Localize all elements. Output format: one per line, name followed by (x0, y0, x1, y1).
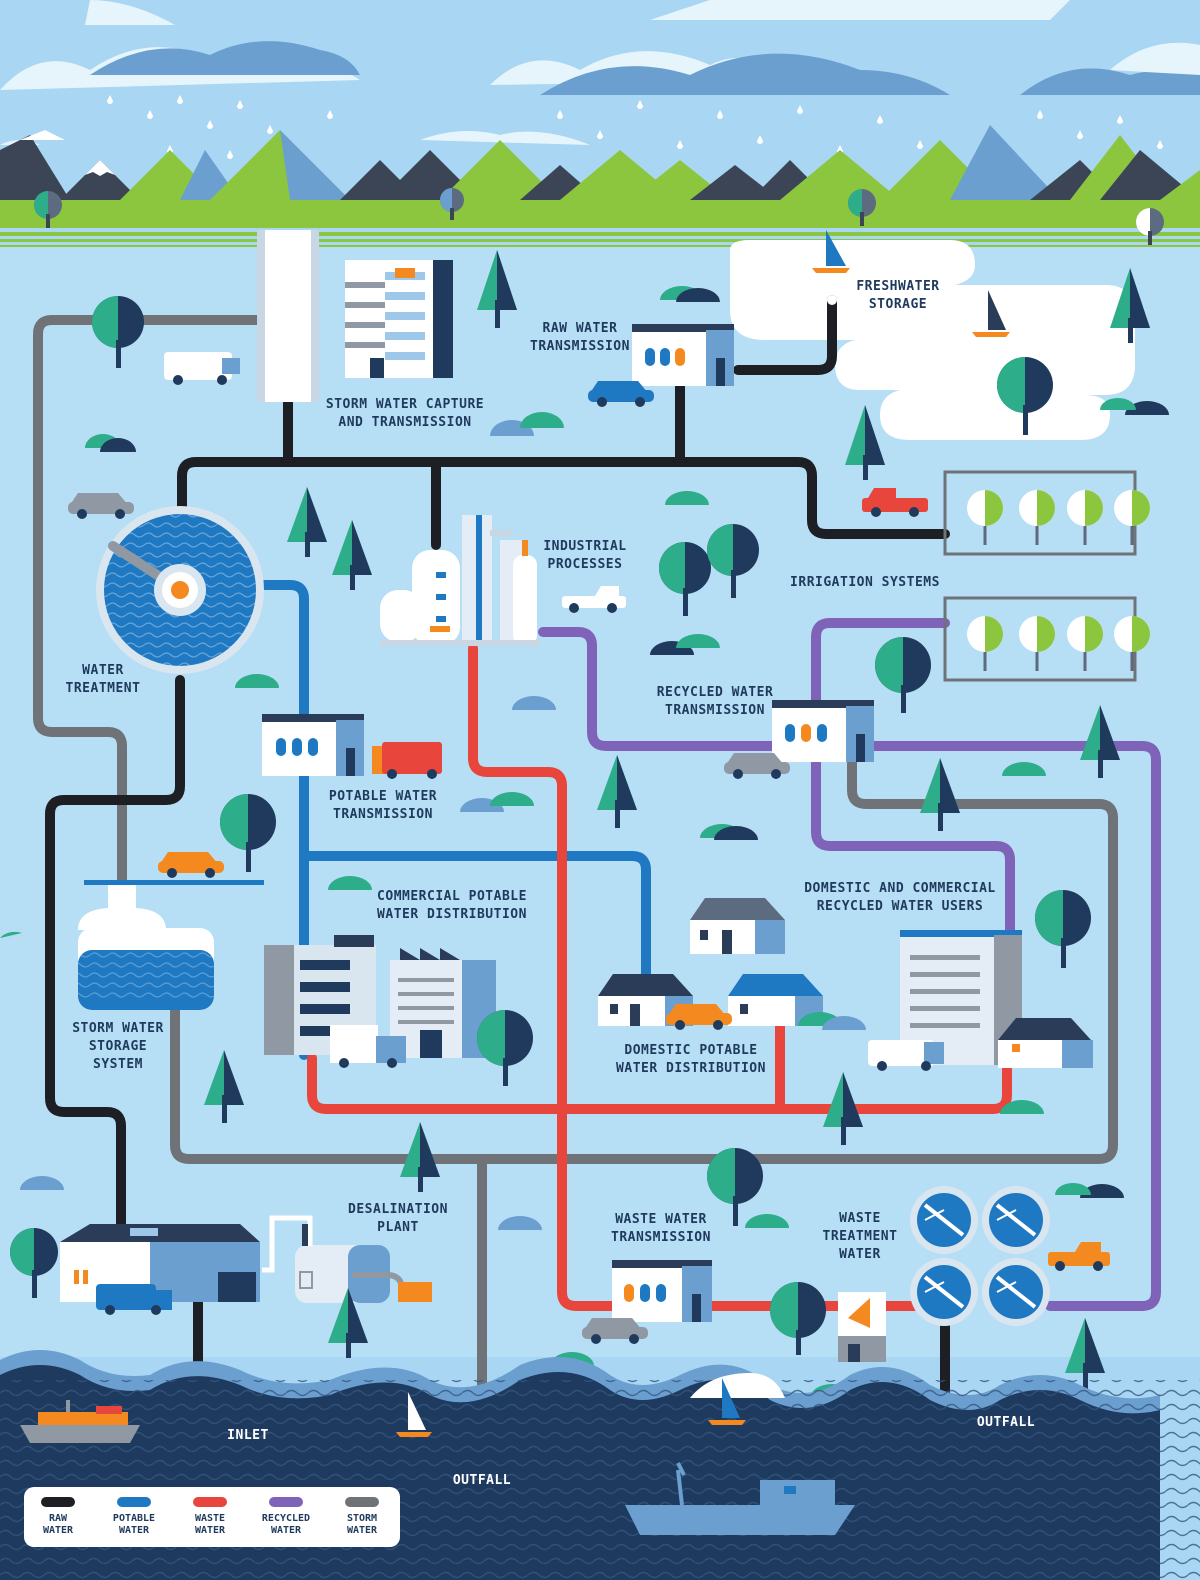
industrial-plant (380, 515, 540, 646)
trees (10, 188, 1164, 1391)
mountains (0, 125, 1200, 200)
legend-item-potable: POTABLE WATER (102, 1497, 166, 1537)
recycled-pipe-users (811, 735, 1015, 940)
recycled-water-transmission-building (772, 700, 874, 762)
label-freshwater-storage: FRESHWATER STORAGE (856, 279, 940, 312)
potable-pipe-main (260, 580, 309, 1060)
legend-swatch-waste (193, 1497, 227, 1507)
water-treatment-clarifier (96, 506, 264, 674)
storm-pipe-bottom (170, 735, 1118, 1164)
sailboat (396, 1392, 432, 1437)
label-irrigation-systems: IRRIGATION SYSTEMS (790, 575, 940, 590)
waste-treatment-tanks (910, 1186, 1050, 1326)
label-desalination-plant: DESALINATION PLANT (348, 1202, 448, 1235)
boats (20, 1378, 855, 1535)
car (582, 1318, 648, 1344)
storm-pipe-left (33, 315, 290, 887)
raw-pipe-main (177, 457, 950, 539)
waste-treatment-tower (838, 1292, 886, 1362)
sailboat (708, 1378, 746, 1425)
raw-pipe-treatment-out (45, 675, 185, 1235)
waste-pipe-main (468, 643, 617, 1311)
legend: RAW WATER POTABLE WATER WASTE WATER RECY… (24, 1487, 400, 1547)
label-outfall-center: OUTFALL (452, 1473, 512, 1488)
label-raw-water-transmission: RAW WATER TRANSMISSION (530, 321, 630, 354)
potable-water-transmission-building (262, 714, 364, 776)
car (158, 852, 224, 878)
van (164, 352, 240, 385)
legend-swatch-storm (345, 1497, 379, 1507)
domestic-houses (598, 898, 823, 1026)
label-waste-treatment-water: WASTE TREATMENT WATER (822, 1211, 898, 1262)
grass-band (0, 200, 1200, 247)
legend-swatch-recycled (269, 1497, 303, 1507)
label-domestic-commercial-recycled-users: DOMESTIC AND COMMERCIAL RECYCLED WATER U… (804, 881, 996, 914)
storm-water-storage-tank (78, 880, 264, 1010)
waste-water-transmission-building (612, 1260, 712, 1322)
truck (372, 742, 442, 779)
recycled-pipe-irrigation (811, 618, 950, 705)
label-commercial-potable-distribution: COMMERCIAL POTABLE WATER DISTRIBUTION (377, 889, 527, 922)
legend-label-raw: RAW WATER (42, 1513, 74, 1536)
vehicles (68, 352, 1110, 1344)
apartment-building-top (345, 260, 453, 378)
pipes (33, 295, 1161, 1425)
legend-swatch-raw (41, 1497, 75, 1507)
pickup-truck (862, 488, 928, 517)
label-storm-water-storage-system: STORM WATER STORAGE SYSTEM (72, 1021, 164, 1072)
recycled-pipe-right (865, 741, 1161, 1311)
label-industrial-processes: INDUSTRIAL PROCESSES (543, 539, 627, 572)
label-inlet: INLET (227, 1428, 269, 1443)
waste-pipe-branch (307, 1053, 1012, 1114)
van (868, 1040, 944, 1071)
legend-item-raw: RAW WATER (26, 1497, 90, 1537)
car (68, 493, 134, 519)
car (588, 381, 654, 407)
legend-label-recycled: RECYCLED WATER (261, 1513, 311, 1536)
label-domestic-potable-distribution: DOMESTIC POTABLE WATER DISTRIBUTION (616, 1043, 766, 1076)
car (724, 753, 790, 779)
legend-item-storm: STORM WATER (330, 1497, 394, 1537)
irrigation-field-upper (943, 470, 1150, 556)
legend-label-waste: WASTE WATER (194, 1513, 226, 1536)
raw-water-transmission-building (632, 324, 734, 386)
legend-item-waste: WASTE WATER (178, 1497, 242, 1537)
pickup-truck (1048, 1242, 1110, 1271)
van (96, 1284, 172, 1315)
storm-capture-tower (257, 230, 319, 402)
truck (330, 1025, 406, 1068)
raw-pipe-lake (733, 295, 837, 375)
recycled-pipe-industrial (538, 627, 785, 751)
irrigation-field-lower (943, 596, 1150, 682)
label-water-treatment: WATER TREATMENT (65, 663, 141, 696)
label-outfall-right: OUTFALL (976, 1415, 1036, 1430)
pickup-truck (562, 586, 626, 613)
legend-item-recycled: RECYCLED WATER (254, 1497, 318, 1537)
label-recycled-water-transmission: RECYCLED WATER TRANSMISSION (656, 685, 774, 718)
label-potable-water-transmission: POTABLE WATER TRANSMISSION (328, 789, 438, 822)
car (666, 1004, 732, 1030)
label-waste-water-transmission: WASTE WATER TRANSMISSION (611, 1212, 711, 1245)
cargo-boat (20, 1400, 140, 1443)
legend-label-potable: POTABLE WATER (112, 1513, 156, 1536)
legend-label-storm: STORM WATER (346, 1513, 378, 1536)
potable-pipe-domestic (299, 851, 651, 990)
label-storm-water-capture: STORM WATER CAPTURE AND TRANSMISSION (325, 397, 485, 430)
ship (625, 1462, 855, 1535)
legend-swatch-potable (117, 1497, 151, 1507)
